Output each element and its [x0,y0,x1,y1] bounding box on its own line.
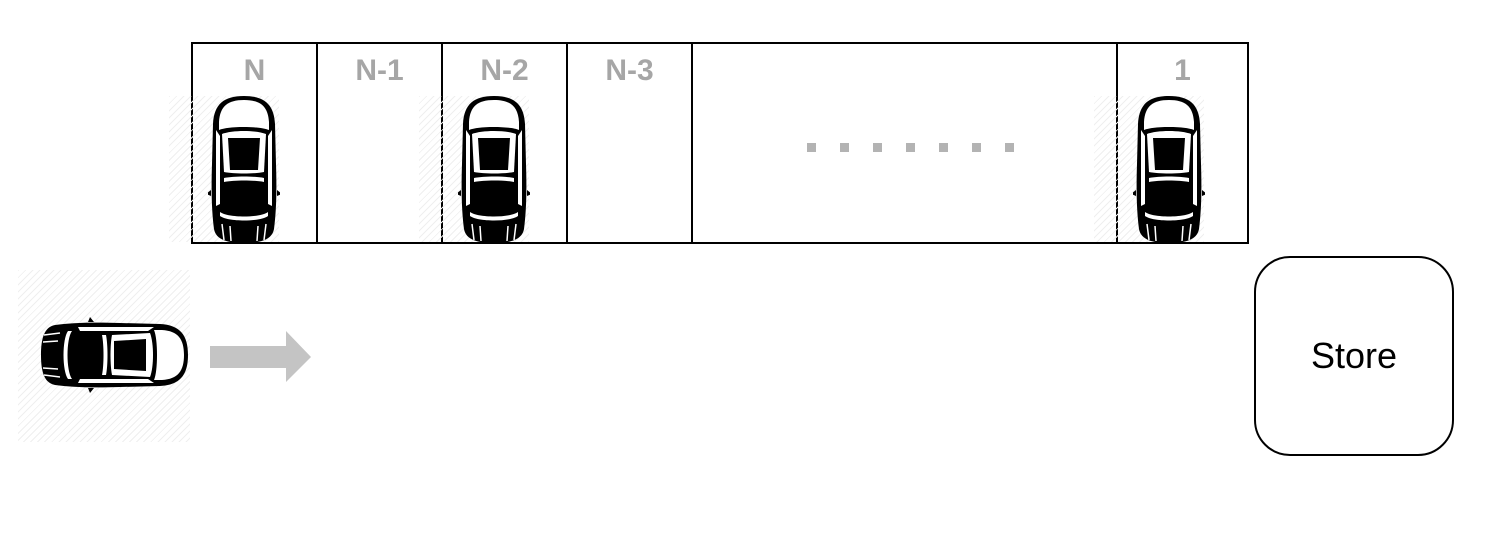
slot-label: N-1 [355,54,404,87]
direction-arrow-icon [210,331,311,382]
parking-slot-n: N [169,44,318,244]
store-label: Store [1310,335,1398,376]
parking-slot-n-2: N-2 [419,44,568,244]
parking-slot-1: 1 [1094,44,1247,244]
parking-slot-n-3: N-3 [568,44,693,242]
slot-label: 1 [1174,54,1191,87]
parked-car-icon [1133,95,1205,244]
ellipsis-dots [807,143,1017,152]
parking-lot: N N-1 N-2 N-3 1 [169,42,1249,244]
slot-label: N [243,54,266,87]
parking-slot-ellipsis [693,44,1118,242]
slot-label: N-2 [480,54,529,87]
slot-label: N-3 [605,54,654,87]
parked-car-icon [458,95,530,244]
incoming-car-icon [40,316,189,394]
parked-car-icon [208,95,280,244]
store-box: Store [1254,256,1454,456]
